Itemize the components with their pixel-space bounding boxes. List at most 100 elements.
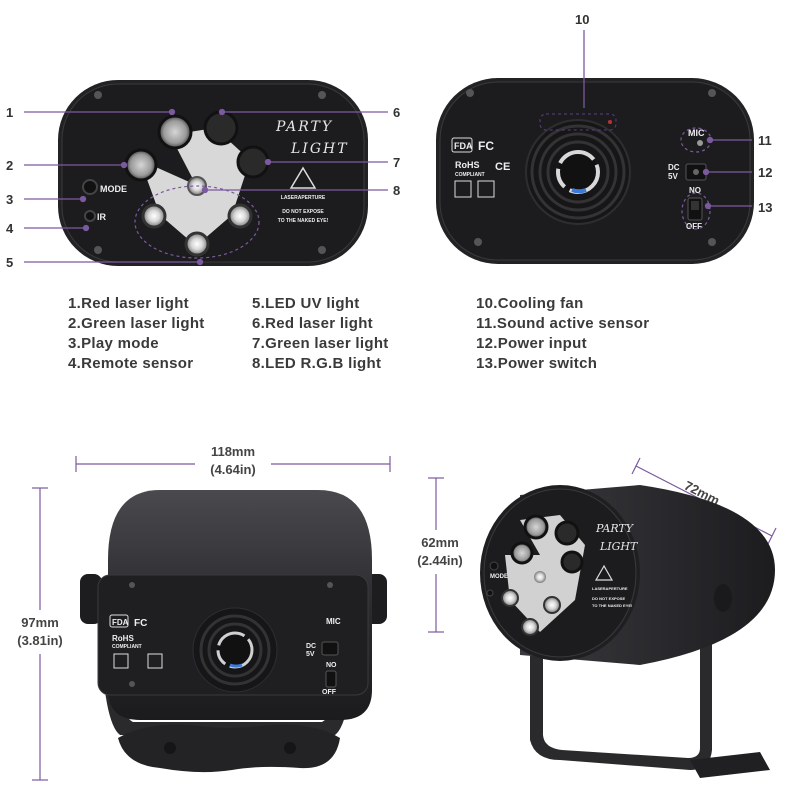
screw-icon xyxy=(129,582,135,588)
ir-sensor-icon xyxy=(84,210,96,222)
screw-icon xyxy=(708,238,716,246)
back-view-product: 118mm (4.64in) 97mm (3.81in) FDA xyxy=(8,440,391,781)
off-label: OFF xyxy=(686,222,702,231)
dc-label: DC xyxy=(668,163,680,172)
callout-10: 10 xyxy=(575,12,589,27)
laser-warning-icon xyxy=(289,166,317,189)
fc-label: FC xyxy=(134,618,147,629)
brand-line-1: PARTY xyxy=(275,119,333,135)
callout-2: 2 xyxy=(6,158,13,173)
uv-led-icon xyxy=(227,203,253,229)
height2-mm-label: 62mm xyxy=(421,535,459,550)
compliant-label: COMPLIANT xyxy=(112,644,142,650)
screw-icon xyxy=(466,89,474,97)
brand-line-1: PARTY xyxy=(595,522,635,535)
brand-line-2: LIGHT xyxy=(290,141,349,157)
callout-13: 13 xyxy=(758,200,772,215)
laser-warning-line-2: DO NOT EXPOSE xyxy=(592,596,625,601)
callout-5: 5 xyxy=(6,255,13,270)
screw-icon xyxy=(474,238,482,246)
back-panel: FDA FC RoHS COMPLIANT CE MIC DC 5V NO OF… xyxy=(436,78,754,264)
ce-label: CE xyxy=(495,161,510,173)
laser-warning-line-3: TO THE NAKED EYE! xyxy=(592,603,632,608)
legend-item: 3.Play mode xyxy=(68,335,159,352)
callout-8: 8 xyxy=(393,183,400,198)
microphone-icon xyxy=(697,140,703,146)
rohs-label: RoHS xyxy=(455,160,480,170)
weee-icon xyxy=(113,653,129,669)
laser-warning-line-1: LASERAPERTURE xyxy=(592,586,628,591)
callout-4: 4 xyxy=(6,221,14,236)
fda-label: FDA xyxy=(112,618,129,627)
mode-button[interactable] xyxy=(82,179,98,195)
legend-item: 8.LED R.G.B light xyxy=(252,355,382,372)
brand-line-2: LIGHT xyxy=(599,540,639,553)
cooling-fan-icon xyxy=(525,113,631,225)
legend-item: 10.Cooling fan xyxy=(476,295,584,312)
laser-warning-icon xyxy=(594,564,614,581)
dc-label: DC xyxy=(306,643,316,650)
height2-in-label: (2.44in) xyxy=(417,553,463,568)
height-in-label: (3.81in) xyxy=(17,633,63,648)
callout-11: 11 xyxy=(758,133,772,148)
green-laser-lens-icon xyxy=(124,148,158,182)
rohs-label: RoHS xyxy=(112,634,134,643)
uv-led-icon xyxy=(141,203,167,229)
callout-1: 1 xyxy=(6,105,13,120)
screw-icon xyxy=(327,582,333,588)
callout-6: 6 xyxy=(393,105,400,120)
angled-view-product: 62mm (2.44in) 72mm (2.83in) PARTY LIGHT … xyxy=(410,457,777,778)
legend-item: 11.Sound active sensor xyxy=(476,315,650,332)
green-laser-lens-icon xyxy=(236,145,270,179)
width-in-label: (4.64in) xyxy=(210,462,256,477)
legend-item: 12.Power input xyxy=(476,335,587,352)
power-switch[interactable] xyxy=(325,670,337,688)
weee-icon xyxy=(454,180,472,198)
screw-icon xyxy=(318,91,326,99)
umbrella-icon xyxy=(147,653,163,669)
mode-label: MODE xyxy=(490,574,508,580)
legend-item: 6.Red laser light xyxy=(252,315,373,332)
fc-label: FC xyxy=(478,139,494,153)
volt-label: 5V xyxy=(668,172,678,181)
umbrella-icon xyxy=(477,180,495,198)
legend-item: 5.LED UV light xyxy=(252,295,360,312)
cooling-fan-icon xyxy=(192,607,278,693)
legend-item: 1.Red laser light xyxy=(68,295,189,312)
legend-col-2: 5.LED UV light 6.Red laser light 7.Green… xyxy=(252,294,389,374)
back-leaders xyxy=(583,30,752,210)
legend-item: 7.Green laser light xyxy=(252,335,389,352)
power-jack-icon[interactable] xyxy=(321,641,339,656)
legend-item: 2.Green laser light xyxy=(68,315,205,332)
legend-item: 4.Remote sensor xyxy=(68,355,194,372)
no-label: NO xyxy=(326,662,337,669)
callout-3: 3 xyxy=(6,192,13,207)
screw-icon xyxy=(318,246,326,254)
legend-col-3: 10.Cooling fan 11.Sound active sensor 12… xyxy=(476,294,649,374)
mode-label: MODE xyxy=(100,184,127,194)
screw-icon xyxy=(708,89,716,97)
front-panel: PARTY LIGHT LASERAPERTURE DO NOT EXPOSE … xyxy=(58,80,368,266)
volt-label: 5V xyxy=(306,651,315,658)
fda-label: FDA xyxy=(454,141,473,151)
compliant-label: COMPLIANT xyxy=(455,172,485,178)
legend-col-1: 1.Red laser light 2.Green laser light 3.… xyxy=(68,294,205,374)
mic-label: MIC xyxy=(688,128,705,138)
legend-item: 13.Power switch xyxy=(476,355,598,372)
red-laser-lens-icon xyxy=(203,110,239,146)
width-mm-label: 118mm xyxy=(211,444,255,459)
height-mm-label: 97mm xyxy=(21,615,59,630)
off-label: OFF xyxy=(322,689,337,696)
laser-warning-line-1: LASERAPERTURE xyxy=(281,195,326,201)
no-label: NO xyxy=(689,186,701,195)
screw-icon xyxy=(94,246,102,254)
callout-12: 12 xyxy=(758,165,772,180)
mic-label: MIC xyxy=(326,617,341,626)
laser-warning-line-2: DO NOT EXPOSE xyxy=(282,209,324,215)
ir-label: IR xyxy=(97,212,107,222)
front-leaders xyxy=(24,108,388,266)
screw-icon xyxy=(94,91,102,99)
laser-warning-line-3: TO THE NAKED EYE! xyxy=(278,218,329,224)
uv-led-icon xyxy=(184,231,210,257)
